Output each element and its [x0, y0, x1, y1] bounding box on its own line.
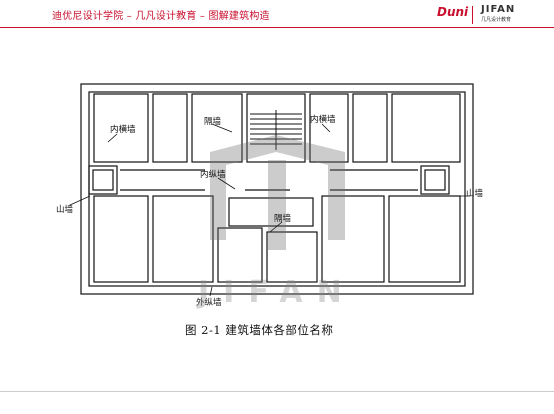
left-nook-inner: [92, 169, 114, 191]
logo-divider: [472, 6, 473, 24]
watermark-logo-shape: [210, 135, 345, 250]
label-gable-right: 山墙: [466, 188, 484, 199]
jifan-logo-subtitle: 几凡设计教育: [481, 17, 512, 23]
label-inner-cross-wall-right: 内横墙: [310, 114, 336, 125]
room-top-5: [309, 93, 349, 163]
room-top-7: [391, 93, 461, 163]
duni-logo: Duni: [437, 5, 469, 19]
bottom-hall: [228, 197, 314, 227]
leader-lines: [69, 123, 470, 297]
header-title: 迪优尼设计学院 – 几凡设计教育 – 图解建筑构造: [52, 11, 270, 22]
room-bottom-1: [93, 195, 149, 283]
label-partition-mid: 隔墙: [274, 213, 292, 224]
label-partition-top: 隔墙: [204, 116, 222, 127]
room-bottom-6: [388, 195, 461, 283]
left-nook: [88, 165, 118, 195]
room-top-2: [152, 93, 188, 163]
right-nook-inner: [424, 169, 446, 191]
label-outer-long-wall: 外纵墙: [196, 297, 222, 308]
header-divider: [0, 27, 554, 28]
room-bottom-2: [152, 195, 214, 283]
room-bottom-5: [321, 195, 385, 283]
label-gable-left: 山墙: [56, 204, 74, 215]
label-inner-cross-wall: 内横墙: [110, 124, 136, 135]
watermark-text: JIFAN: [198, 275, 356, 310]
wall-lines: [80, 83, 474, 295]
room-top-3: [191, 93, 243, 163]
stair-room: [246, 93, 306, 163]
staircase: [250, 110, 302, 150]
room-bottom-3: [217, 227, 263, 283]
room-top-6: [352, 93, 388, 163]
footer-divider: [0, 391, 554, 392]
right-nook: [420, 165, 450, 195]
room-top-1: [93, 93, 149, 163]
outer-wall-outer-edge: [80, 83, 474, 295]
label-inner-long-wall: 内纵墙: [200, 169, 226, 180]
figure-caption: 图 2-1 建筑墙体各部位名称: [185, 323, 334, 337]
jifan-logo: JIFAN: [481, 4, 516, 15]
room-bottom-4: [266, 231, 318, 283]
